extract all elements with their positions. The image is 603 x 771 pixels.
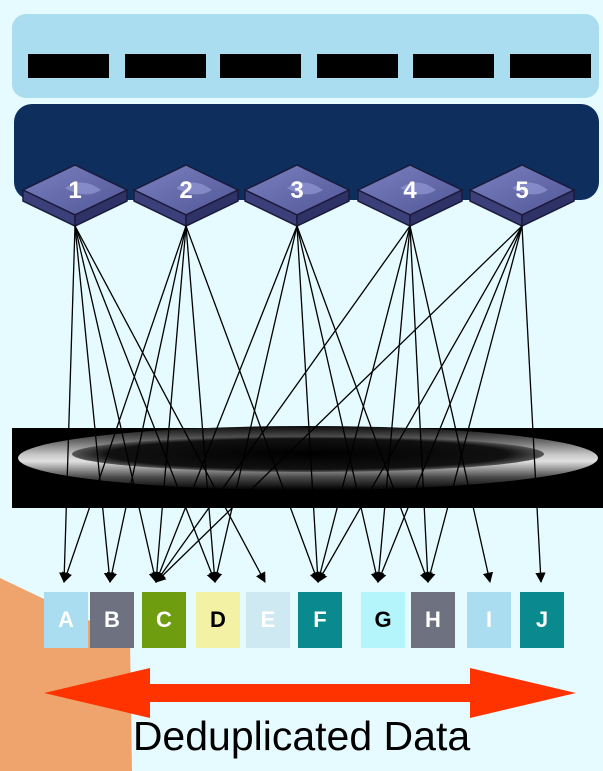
block-label: A xyxy=(58,607,74,633)
data-block-j: J xyxy=(520,592,564,648)
span-arrow xyxy=(44,668,576,718)
disk-label-3: 3 xyxy=(290,177,303,204)
disk-label-4: 4 xyxy=(403,177,417,204)
disk-4: 4 xyxy=(358,165,462,226)
data-block-g: G xyxy=(361,592,405,648)
data-block-b: B xyxy=(90,592,134,648)
block-label: J xyxy=(536,607,548,633)
diagram-caption: Deduplicated Data xyxy=(0,713,603,760)
disk-label-5: 5 xyxy=(515,177,528,204)
block-label: E xyxy=(261,607,276,633)
block-label: G xyxy=(374,607,391,633)
block-label: D xyxy=(210,607,226,633)
data-block-f: F xyxy=(298,592,342,648)
disk-5: 5 xyxy=(470,165,574,226)
block-label: H xyxy=(425,607,441,633)
data-block-i: I xyxy=(467,592,511,648)
disk-2: 2 xyxy=(134,165,238,226)
disk-1: 1 xyxy=(23,165,127,226)
data-block-e: E xyxy=(246,592,290,648)
disk-label-1: 1 xyxy=(68,177,81,204)
dedup-ring xyxy=(12,426,603,508)
disk-3: 3 xyxy=(245,165,349,226)
disk-label-2: 2 xyxy=(179,177,192,204)
block-label: C xyxy=(156,607,172,633)
data-block-c: C xyxy=(142,592,186,648)
data-block-a: A xyxy=(44,592,88,648)
data-block-h: H xyxy=(411,592,455,648)
block-label: I xyxy=(486,607,492,633)
data-block-d: D xyxy=(196,592,240,648)
block-label: B xyxy=(104,607,120,633)
mapping-arrows xyxy=(64,226,541,582)
block-label: F xyxy=(313,607,326,633)
